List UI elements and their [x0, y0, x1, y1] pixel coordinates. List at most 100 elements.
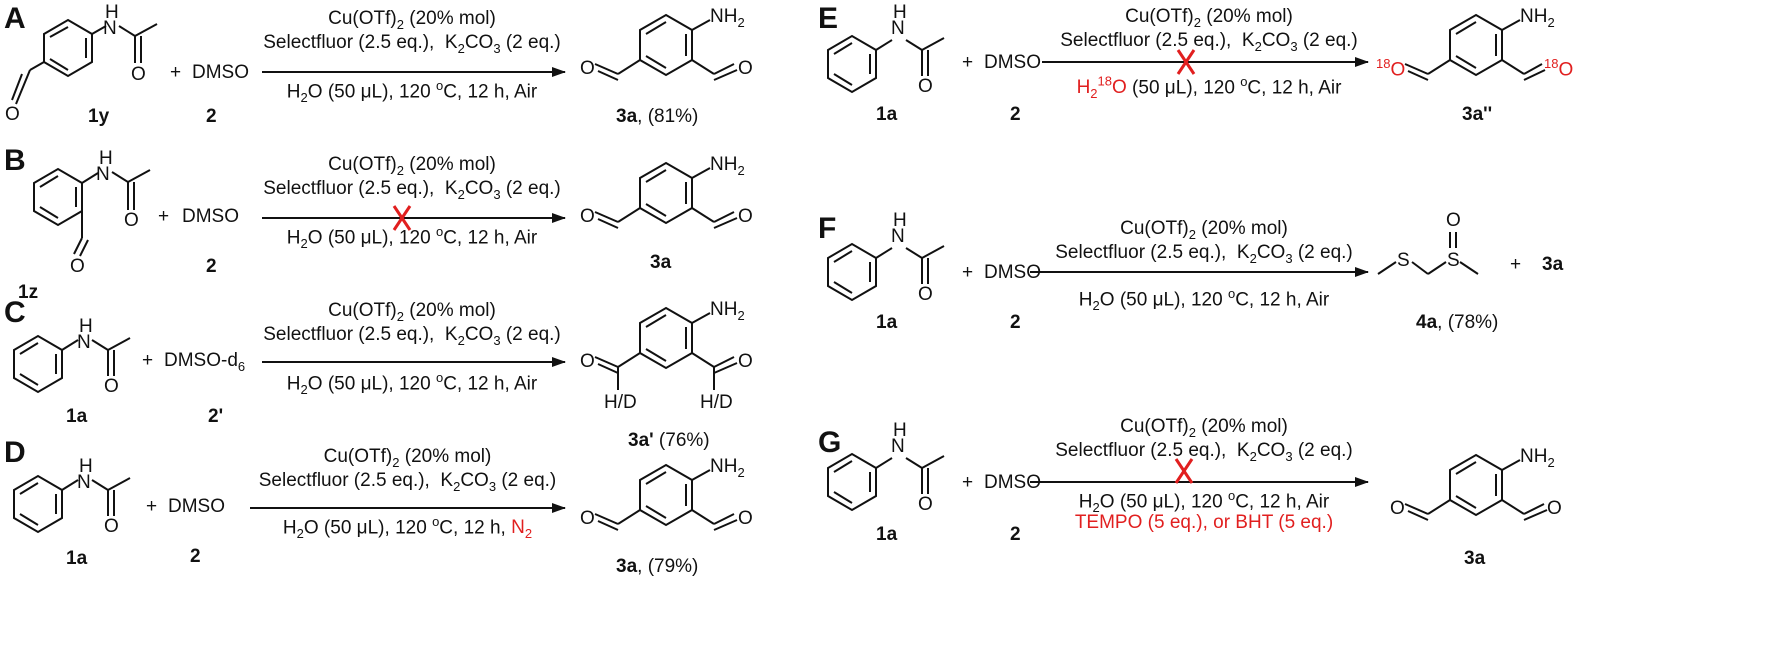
panel-b-prod-o1: O: [580, 206, 595, 227]
panel-a-prod-o1: O: [580, 58, 595, 79]
panel-e-cond-2: Selectfluor (2.5 eq.), K2CO3 (2 eq.): [1060, 30, 1358, 54]
panel-d-cond-1: Cu(OTf)2 (20% mol): [323, 446, 492, 470]
panel-e-o-atom: O: [918, 76, 933, 97]
panel-d-cond-2: Selectfluor (2.5 eq.), K2CO3 (2 eq.): [258, 470, 557, 494]
panel-b-o-atom: O: [124, 210, 139, 231]
panel-a-h-atom: H: [105, 2, 119, 23]
panel-b-blocked-cross-icon: [392, 205, 412, 231]
panel-d-reagent-label: 2: [190, 546, 201, 567]
panel-e-reagent-label: 2: [1010, 104, 1021, 125]
panel-f-o-atom: O: [918, 284, 933, 305]
panel-e-prod-o18-left: 18O: [1376, 56, 1406, 81]
panel-e-blocked-cross-icon: [1176, 49, 1196, 75]
panel-d-plus: +: [146, 496, 158, 517]
panel-b-h-atom: H: [99, 148, 113, 169]
panel-b-product-label: 3a: [650, 252, 672, 273]
panel-b-plus: +: [158, 206, 170, 227]
panel-g-nh2: NH2: [1520, 446, 1555, 470]
panel-g-n-atom: N: [891, 436, 905, 457]
panel-b-cond-1: Cu(OTf)2 (20% mol): [328, 154, 496, 178]
panel-c-product-3a-prime: [594, 306, 738, 390]
panel-d-h-atom: H: [79, 456, 93, 477]
panel-a-reactant-label: 1y: [88, 106, 110, 127]
panel-c-prod-o1: O: [580, 351, 595, 372]
panel-g-product-label: 3a: [1464, 548, 1486, 569]
panel-f-so-atom: O: [1446, 210, 1461, 231]
panel-f-reagent-name: DMSO: [984, 262, 1041, 283]
panel-g-cond-4: TEMPO (5 eq.), or BHT (5 eq.): [1074, 512, 1334, 533]
panel-g-prod-o1: O: [1390, 498, 1405, 519]
panel-f-product-4a: [1377, 232, 1479, 275]
panel-f-product-label: 4a, (78%): [1416, 312, 1499, 333]
panel-d-reagent-name: DMSO: [168, 496, 225, 517]
panel-d-n-atom: N: [77, 472, 91, 493]
panel-b-prod-o2: O: [738, 206, 753, 227]
panel-d-cond-3: H2O (50 μL), 120 oC, 12 h, N2: [282, 514, 533, 542]
panel-b-reactant-label: 1z: [18, 282, 39, 303]
panel-f-reagent-label: 2: [1010, 312, 1021, 333]
panel-g-cond-1: Cu(OTf)2 (20% mol): [1120, 416, 1288, 440]
panel-f-cond-3: H2O (50 μL), 120 oC, 12 h, Air: [1078, 286, 1330, 314]
panel-b-cho-o-atom: O: [70, 256, 85, 277]
panel-a-product-3a: [594, 13, 738, 81]
panel-f-s-atom-2: S: [1447, 250, 1460, 271]
panel-c-plus: +: [142, 350, 154, 371]
panel-b-reagent-label: 2: [206, 256, 217, 277]
panel-label-d: D: [4, 436, 26, 469]
panel-g-reactant-1a: [827, 452, 945, 512]
panel-e-cond-3: H218O (50 μL), 120 oC, 12 h, Air: [1076, 74, 1342, 102]
panel-g-h-atom: H: [893, 420, 907, 441]
panel-e-reagent-name: DMSO: [984, 52, 1041, 73]
panel-a-o-atom: O: [131, 64, 146, 85]
panel-a-reagent-name: DMSO: [192, 62, 249, 83]
panel-b-cond-2: Selectfluor (2.5 eq.), K2CO3 (2 eq.): [263, 178, 561, 202]
panel-f-cond-2: Selectfluor (2.5 eq.), K2CO3 (2 eq.): [1055, 242, 1353, 266]
panel-g-cond-3: H2O (50 μL), 120 oC, 12 h, Air: [1078, 488, 1330, 516]
panel-c-h-atom: H: [79, 316, 93, 337]
panel-g-blocked-cross-icon: [1174, 458, 1194, 484]
panel-b-cond-3: H2O (50 μL), 120 oC, 12 h, Air: [286, 224, 538, 252]
panel-f-reactant-1a: [827, 242, 945, 302]
panel-c-reactant-label: 1a: [66, 406, 88, 427]
panel-d-product-label: 3a, (79%): [616, 556, 699, 577]
panel-g-o-atom: O: [918, 494, 933, 515]
panel-b-product-3a: [594, 161, 738, 229]
panel-e-reactant-label: 1a: [876, 104, 898, 125]
panel-label-f: F: [818, 212, 837, 245]
panel-a-plus: +: [170, 62, 182, 83]
panel-e-product-label: 3a'': [1462, 104, 1493, 125]
panel-f-n-atom: N: [891, 226, 905, 247]
panel-label-g: G: [818, 426, 842, 459]
panel-a-cond-1: Cu(OTf)2 (20% mol): [328, 8, 496, 32]
panel-f-h-atom: H: [893, 210, 907, 231]
panel-c-hd-left: H/D: [604, 392, 637, 413]
panel-c-reagent-label: 2': [208, 406, 224, 427]
panel-c-cond-3: H2O (50 μL), 120 oC, 12 h, Air: [286, 370, 538, 398]
panel-b-reactant-1z: [33, 167, 151, 257]
panel-d-prod-o2: O: [738, 508, 753, 529]
panel-c-hd-right: H/D: [700, 392, 733, 413]
panel-b-reagent-name: DMSO: [182, 206, 239, 227]
panel-d-prod-o1: O: [580, 508, 595, 529]
panel-f-s-atom-1: S: [1397, 250, 1410, 271]
panel-d-reactant-label: 1a: [66, 548, 88, 569]
panel-c-cond-2: Selectfluor (2.5 eq.), K2CO3 (2 eq.): [263, 324, 561, 348]
panel-e-reactant-1a: [827, 34, 945, 94]
panel-f-plus: +: [962, 262, 974, 283]
panel-label-e: E: [818, 2, 839, 35]
panel-f-coproduct-label: 3a: [1542, 254, 1564, 275]
panel-c-o-atom: O: [104, 376, 119, 397]
panel-g-reagent-label: 2: [1010, 524, 1021, 545]
panel-d-o-atom: O: [104, 516, 119, 537]
panel-a-cond-3: H2O (50 μL), 120 oC, 12 h, Air: [286, 78, 538, 106]
panel-c-nh2: NH2: [710, 299, 745, 323]
panel-e-h-atom: H: [893, 2, 907, 23]
panel-g-plus: +: [962, 472, 974, 493]
panel-g-reagent-name: DMSO: [984, 472, 1041, 493]
panel-c-cond-1: Cu(OTf)2 (20% mol): [328, 300, 496, 324]
panel-label-b: B: [4, 144, 26, 177]
panel-f-plus-2: +: [1510, 254, 1522, 275]
panel-e-cond-1: Cu(OTf)2 (20% mol): [1125, 6, 1293, 30]
panel-g-reactant-label: 1a: [876, 524, 898, 545]
